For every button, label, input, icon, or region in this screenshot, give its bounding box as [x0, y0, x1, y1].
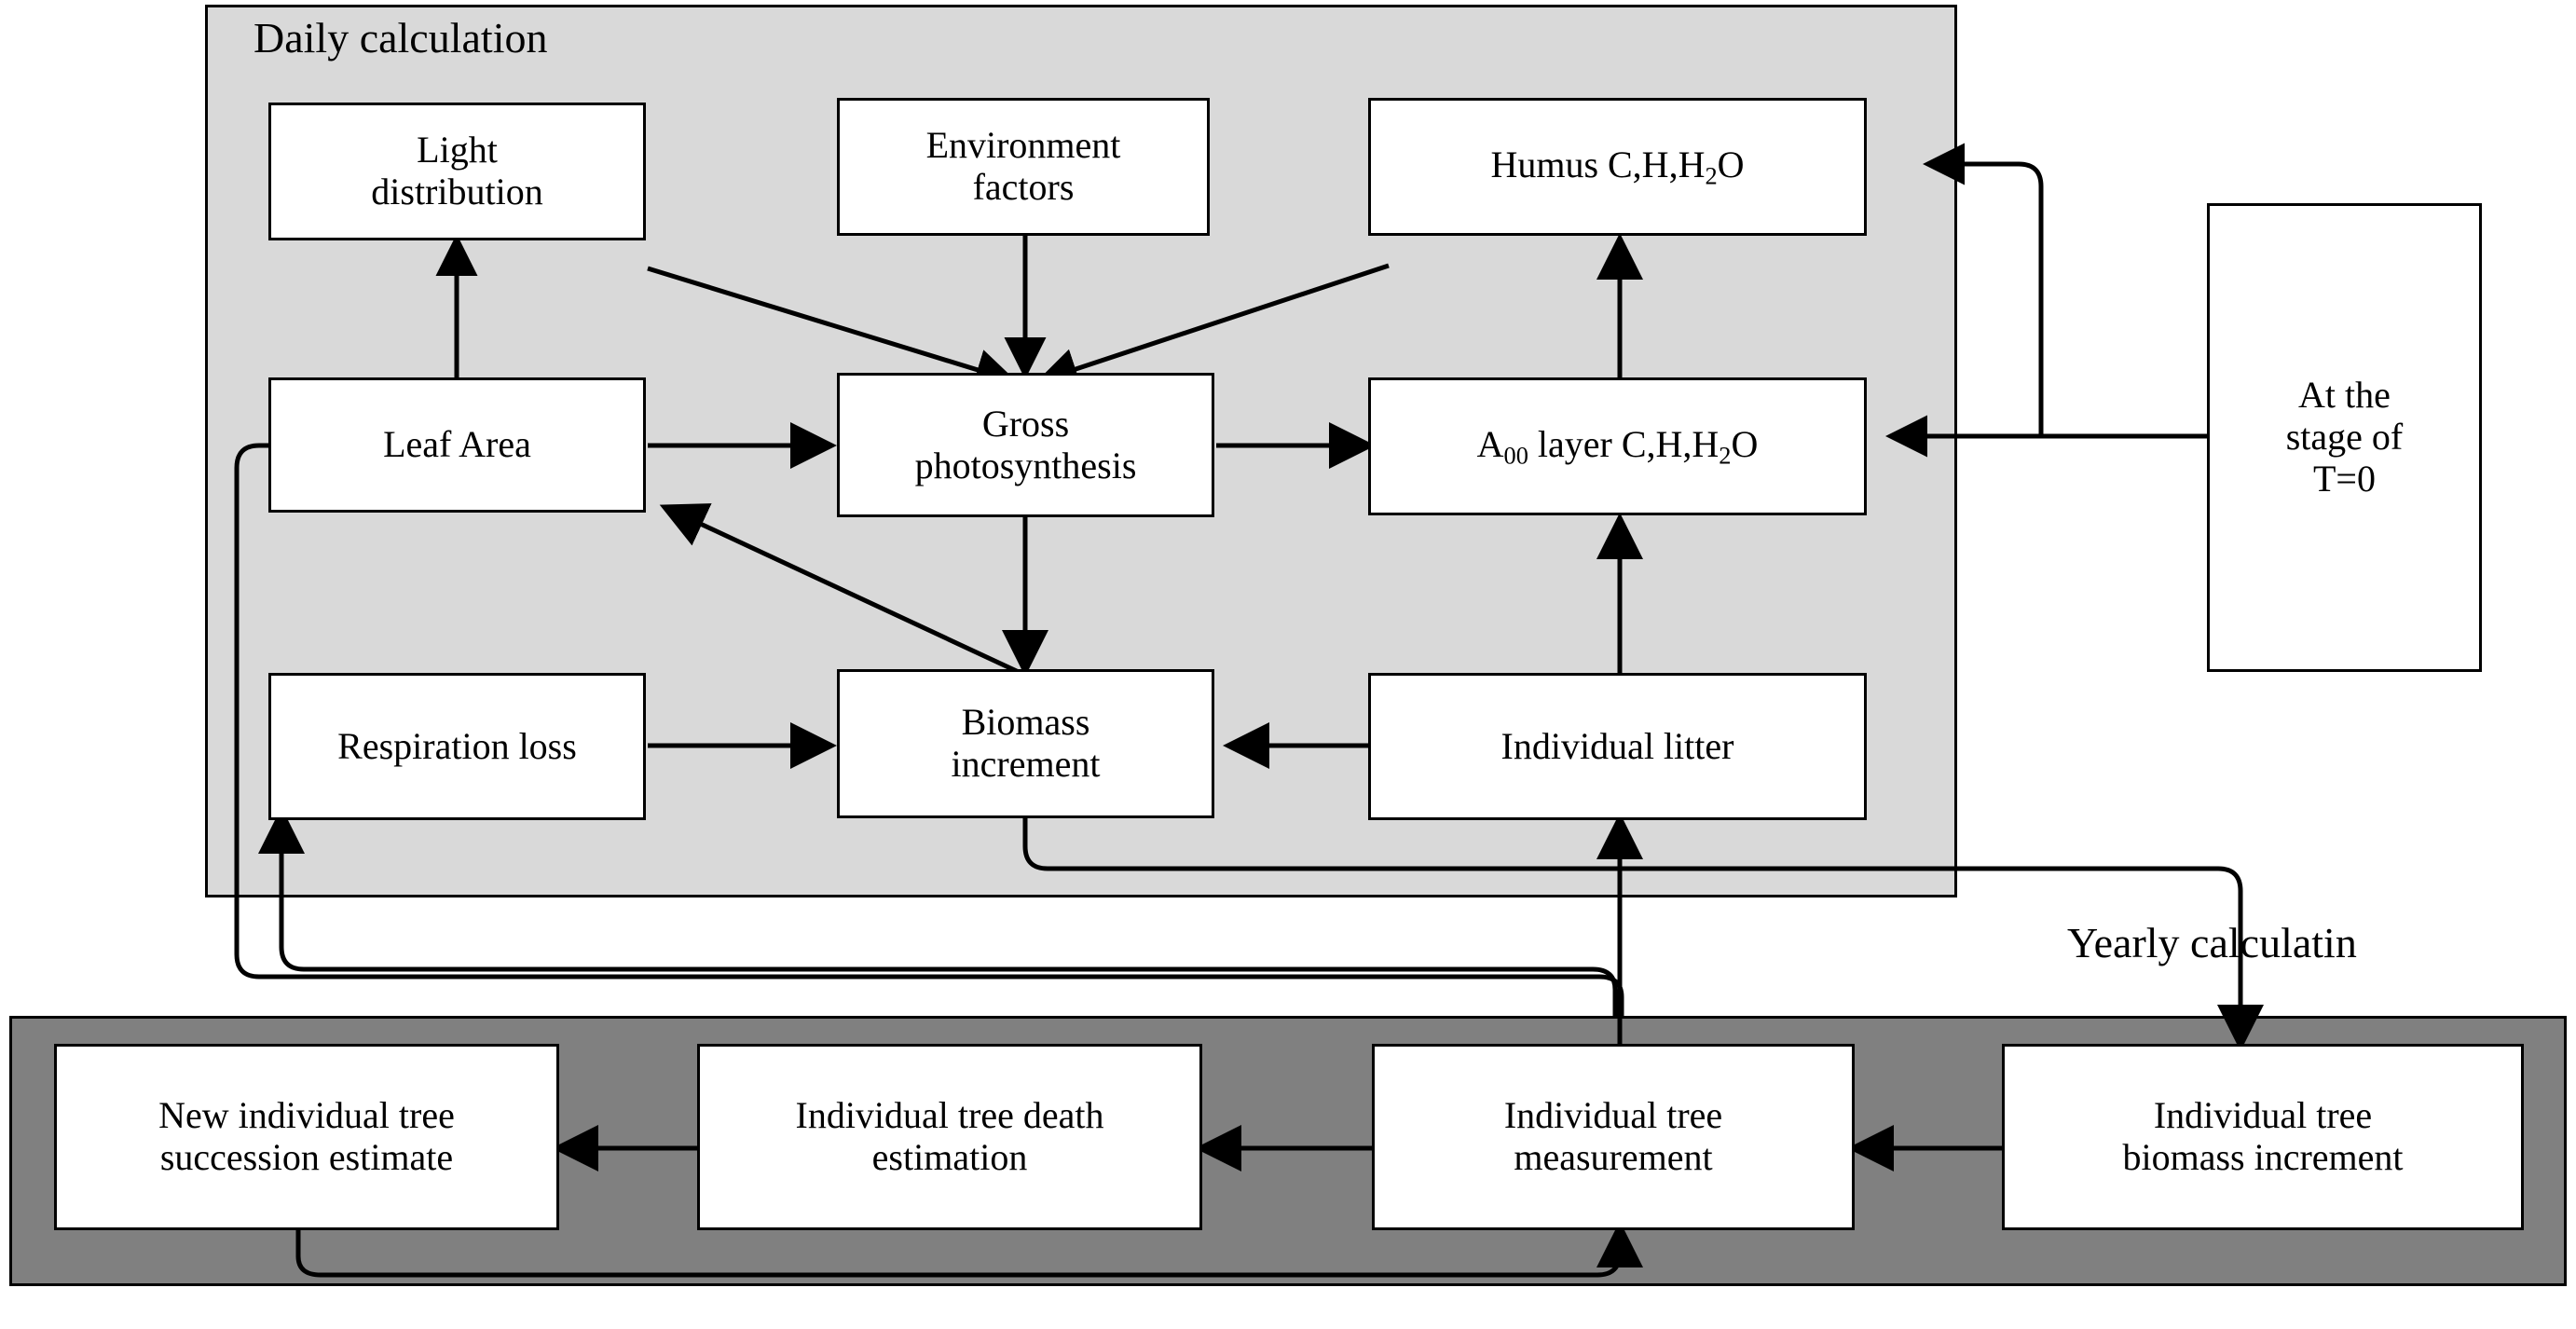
environment-factors-line1: Environment — [925, 124, 1121, 167]
tree-measurement-line1: Individual tree — [1503, 1094, 1723, 1137]
tree-death-line1: Individual tree death — [795, 1094, 1104, 1137]
a00-label-mid: layer C,H,H — [1528, 422, 1720, 465]
new-tree-succession-line2: succession estimate — [159, 1136, 454, 1178]
node-biomass-increment[interactable]: Biomass increment — [837, 669, 1214, 818]
node-humus[interactable]: Humus C,H,H2O — [1368, 98, 1867, 236]
gross-photosynthesis-line2: photosynthesis — [914, 444, 1137, 486]
a00-label-suffix: O — [1731, 422, 1759, 465]
node-environment-factors[interactable]: Environment factors — [837, 98, 1210, 236]
node-respiration-loss[interactable]: Respiration loss — [268, 673, 646, 820]
node-light-distribution[interactable]: Light distribution — [268, 103, 646, 240]
light-distribution-line1: Light — [417, 129, 498, 171]
biomass-increment-line2: increment — [951, 743, 1101, 785]
tree-biomass-line1: Individual tree — [2153, 1094, 2373, 1137]
a00-water-subscript: 2 — [1719, 440, 1732, 469]
node-individual-tree-death-estimation[interactable]: Individual tree death estimation — [697, 1044, 1202, 1230]
individual-litter-label: Individual litter — [1500, 724, 1734, 767]
daily-calculation-label: Daily calculation — [253, 14, 548, 62]
tree-death-line2: estimation — [871, 1136, 1028, 1178]
tree-biomass-line2: biomass increment — [2122, 1136, 2404, 1178]
biomass-increment-line1: Biomass — [961, 701, 1090, 744]
node-individual-tree-measurement[interactable]: Individual tree measurement — [1372, 1044, 1855, 1230]
at-stage-line2: stage of — [2285, 416, 2404, 459]
light-distribution-line2: distribution — [371, 171, 543, 212]
at-stage-line3: T=0 — [2312, 457, 2376, 500]
new-tree-succession-line1: New individual tree — [158, 1094, 455, 1137]
yearly-calculation-label: Yearly calculatin — [2067, 919, 2357, 966]
humus-label-suffix: O — [1717, 143, 1745, 185]
gross-photosynthesis-line1: Gross — [981, 402, 1070, 445]
environment-factors-line2: factors — [972, 166, 1075, 208]
node-a00-layer[interactable]: A00 layer C,H,H2O — [1368, 377, 1867, 515]
node-leaf-area[interactable]: Leaf Area — [268, 377, 646, 513]
node-individual-litter[interactable]: Individual litter — [1368, 673, 1867, 820]
respiration-loss-label: Respiration loss — [337, 724, 577, 767]
node-individual-tree-biomass-increment[interactable]: Individual tree biomass increment — [2002, 1044, 2524, 1230]
humus-subscript: 2 — [1705, 160, 1718, 189]
leaf-area-label: Leaf Area — [383, 423, 531, 466]
tree-measurement-line2: measurement — [1514, 1136, 1713, 1178]
a00-subscript: 00 — [1503, 440, 1528, 469]
node-new-individual-tree-succession-estimate[interactable]: New individual tree succession estimate — [54, 1044, 559, 1230]
humus-label-prefix: Humus C,H,H — [1490, 143, 1706, 185]
at-stage-line1: At the — [2298, 374, 2391, 417]
node-gross-photosynthesis[interactable]: Gross photosynthesis — [837, 373, 1214, 517]
node-at-stage-of-t0[interactable]: At the stage of T=0 — [2207, 203, 2482, 672]
a00-label-prefix: A — [1476, 422, 1504, 465]
